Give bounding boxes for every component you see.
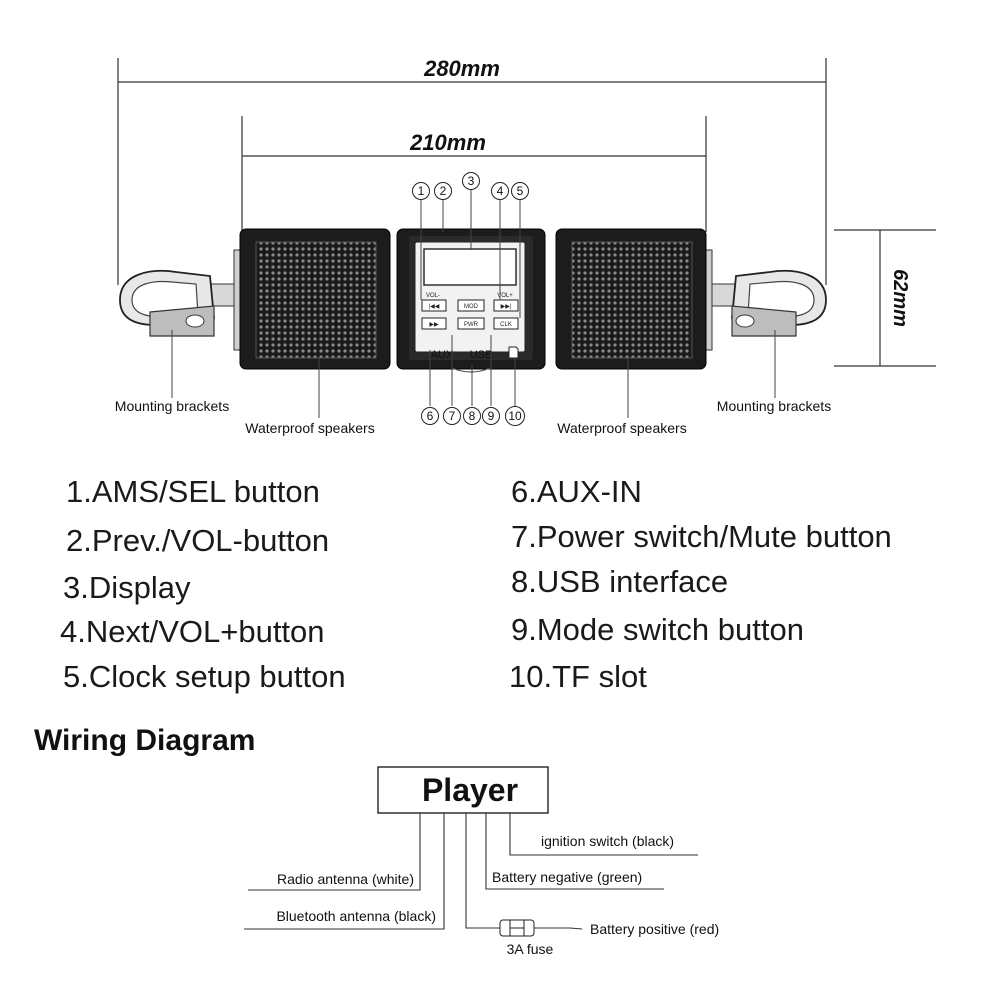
svg-text:▶▶|: ▶▶| [501, 304, 512, 310]
legend-item-6: 6.AUX-IN [511, 474, 642, 509]
waterproof-speakers-right-label: Waterproof speakers [557, 420, 686, 436]
fuse-icon [499, 919, 535, 937]
head-unit: VOL- VOL+ |◀◀ MOD ▶▶| ▶▶ PWR CLK AUX USB [396, 228, 546, 373]
speaker-left [233, 228, 391, 370]
callout-3: 3 [462, 172, 480, 190]
callout-6: 6 [421, 407, 439, 425]
dimension-overall-label: 280mm [423, 56, 500, 81]
callout-leaders [171, 190, 776, 418]
fuse-label: 3A fuse [507, 941, 554, 957]
radio-antenna-label: Radio antenna (white) [277, 871, 414, 887]
battery-positive-label: Battery positive (red) [590, 921, 719, 937]
callouts-bottom: 6 7 8 9 10 [421, 406, 525, 426]
callouts-top: 1 2 3 4 5 [412, 172, 529, 200]
mounting-bracket-left [119, 269, 247, 337]
callout-4: 4 [491, 182, 509, 200]
legend-item-10: 10.TF slot [509, 659, 647, 694]
legend-right: 6.AUX-IN 7.Power switch/Mute button 8.US… [509, 474, 892, 694]
prev-button[interactable]: |◀◀ [421, 299, 447, 312]
callout-1: 1 [412, 182, 430, 200]
pwr-button[interactable]: PWR [457, 317, 485, 330]
legend-left: 1.AMS/SEL button 2.Prev./VOL-button 3.Di… [60, 474, 346, 694]
callout-7: 7 [443, 407, 461, 425]
callout-8: 8 [463, 407, 481, 425]
player-box: Player [377, 766, 549, 814]
svg-text:PWR: PWR [464, 322, 479, 328]
dimension-height-label: 62mm [889, 269, 911, 327]
legend-item-3: 3.Display [63, 570, 191, 605]
svg-text:|◀◀: |◀◀ [429, 304, 440, 310]
svg-text:MOD: MOD [464, 304, 479, 310]
dimension-inner: 210mm [241, 116, 707, 232]
mod-button[interactable]: MOD [457, 299, 485, 312]
battery-negative-label: Battery negative (green) [492, 869, 642, 885]
svg-text:6: 6 [427, 409, 434, 423]
legend-item-4: 4.Next/VOL+button [60, 614, 325, 649]
ignition-switch-label: ignition switch (black) [541, 833, 674, 849]
legend-item-5: 5.Clock setup button [63, 659, 346, 694]
mounting-brackets-right-label: Mounting brackets [717, 398, 831, 414]
svg-text:10: 10 [508, 409, 522, 423]
bluetooth-antenna-label: Bluetooth antenna (black) [276, 908, 436, 924]
player-label: Player [422, 772, 518, 808]
dimension-height: 62mm [834, 229, 936, 367]
svg-text:1: 1 [418, 184, 425, 198]
mounting-brackets-left-label: Mounting brackets [115, 398, 229, 414]
clk-button[interactable]: CLK [493, 317, 519, 330]
svg-text:CLK: CLK [500, 322, 512, 328]
svg-text:4: 4 [497, 184, 504, 198]
callout-10: 10 [505, 406, 525, 426]
vol-minus-caption: VOL- [426, 293, 440, 299]
usb-port-label: USB [470, 349, 493, 361]
fast-forward-button[interactable]: ▶▶ [421, 317, 447, 330]
dimension-inner-label: 210mm [409, 130, 486, 155]
speaker-right [555, 228, 713, 370]
wiring-diagram-title: Wiring Diagram [34, 724, 255, 757]
svg-text:5: 5 [517, 184, 524, 198]
dimension-overall: 280mm [117, 56, 827, 285]
callout-2: 2 [434, 182, 452, 200]
svg-text:3: 3 [468, 174, 475, 188]
legend-item-9: 9.Mode switch button [511, 612, 804, 647]
svg-text:7: 7 [449, 409, 456, 423]
legend-item-1: 1.AMS/SEL button [66, 474, 320, 509]
svg-text:2: 2 [440, 184, 447, 198]
legend-item-8: 8.USB interface [511, 564, 728, 599]
callout-9: 9 [482, 407, 500, 425]
svg-text:▶▶: ▶▶ [429, 322, 439, 328]
next-button[interactable]: ▶▶| [493, 299, 519, 312]
aux-port-label: AUX [431, 349, 454, 361]
display-screen [423, 248, 517, 286]
callout-5: 5 [511, 182, 529, 200]
tf-slot-icon [508, 346, 519, 359]
legend-item-2: 2.Prev./VOL-button [66, 523, 329, 558]
legend-item-7: 7.Power switch/Mute button [511, 519, 892, 554]
svg-text:9: 9 [488, 409, 495, 423]
vol-plus-caption: VOL+ [497, 293, 513, 299]
mounting-bracket-right [703, 269, 827, 337]
wiring-lines [244, 813, 698, 930]
svg-text:8: 8 [469, 409, 476, 423]
waterproof-speakers-left-label: Waterproof speakers [245, 420, 374, 436]
